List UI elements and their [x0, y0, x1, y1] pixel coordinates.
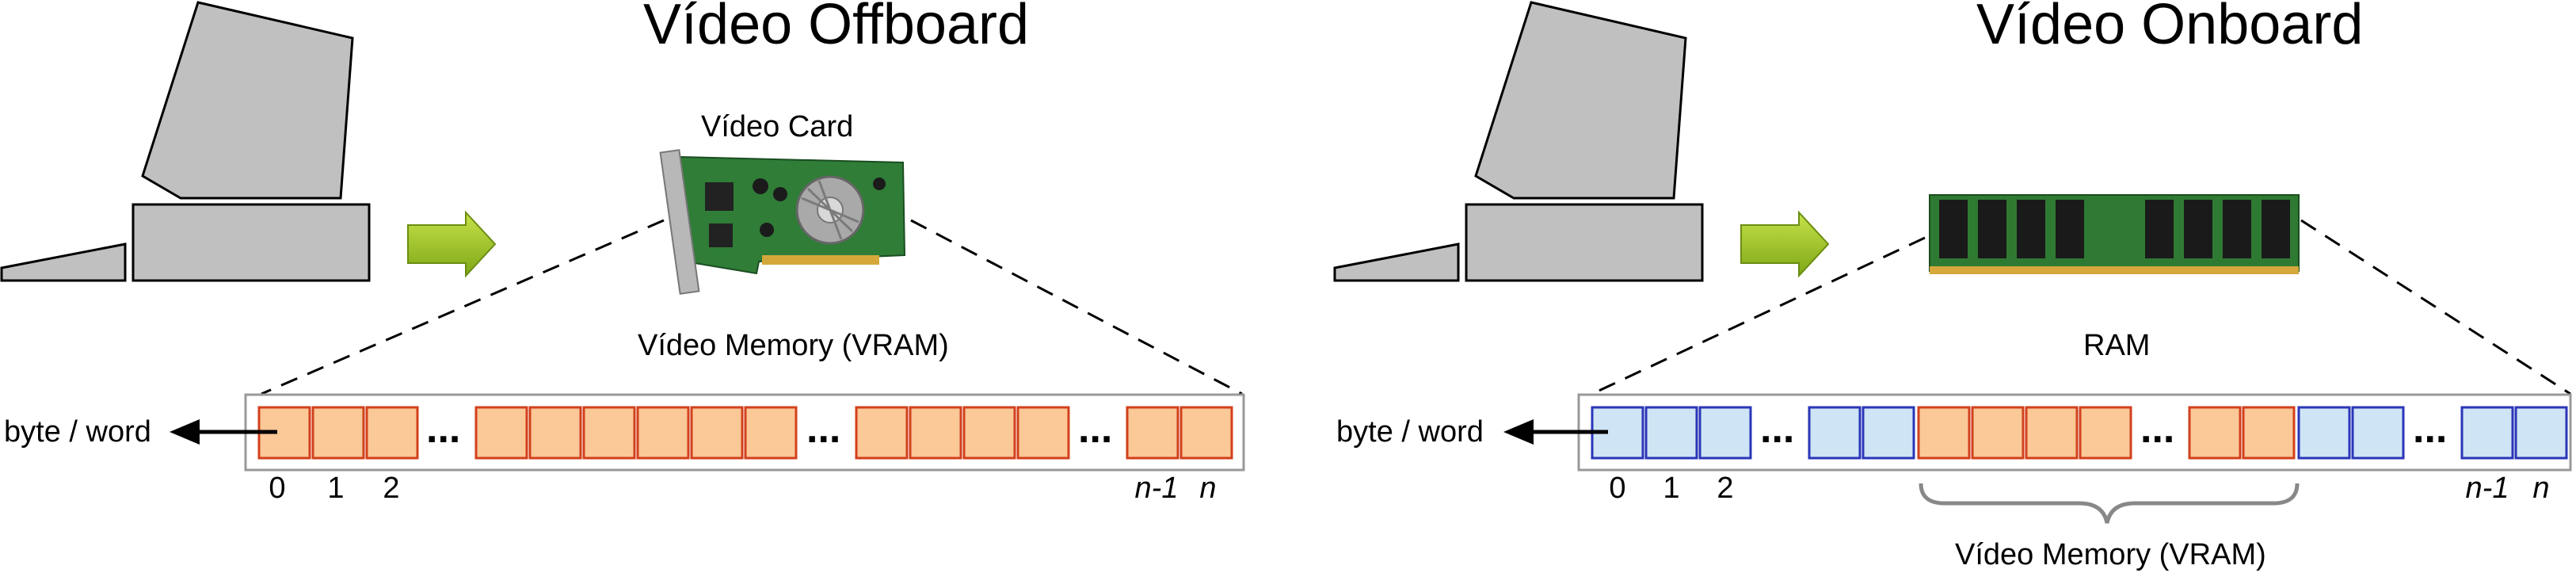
- memory-cell: [2297, 406, 2351, 460]
- memory-cell: [909, 406, 962, 460]
- onboard-ellipsis-1: ...: [1760, 406, 1794, 452]
- onboard-green-arrow-icon: [1740, 210, 1830, 278]
- memory-cell: [1862, 406, 1915, 460]
- memory-cell: [2514, 406, 2568, 460]
- memory-cell: [1644, 406, 1698, 460]
- vram-cell: [1917, 406, 1971, 460]
- onboard-panel: Vídeo Onboard RAM: [1333, 0, 2572, 571]
- memory-cell: [744, 406, 798, 460]
- onboard-memory-cells: [1591, 406, 2568, 460]
- vram-cell: [2188, 406, 2242, 460]
- onboard-title: Vídeo Onboard: [1976, 0, 2363, 56]
- memory-cell: [365, 406, 419, 460]
- memory-cell: [474, 406, 528, 460]
- memory-cell: [962, 406, 1016, 460]
- memory-cell: [311, 406, 365, 460]
- memory-cell: [2460, 406, 2514, 460]
- offboard-title: Vídeo Offboard: [643, 0, 1029, 56]
- onboard-zoom-line-left: [1591, 236, 1926, 395]
- onboard-vram-label: Vídeo Memory (VRAM): [1955, 538, 2266, 571]
- onboard-ellipsis-3: ...: [2413, 406, 2447, 452]
- offboard-pointer-arrowhead: [170, 419, 200, 445]
- offboard-zoom-line-right: [910, 219, 1243, 395]
- offboard-pointer-label: byte / word: [4, 415, 151, 449]
- memory-cell: [855, 406, 909, 460]
- onboard-index-2: 2: [1717, 472, 1733, 505]
- memory-cell: [1698, 406, 1752, 460]
- memory-cell: [2351, 406, 2405, 460]
- offboard-memory-cells: [257, 406, 1233, 460]
- vram-brace: [1919, 483, 2300, 524]
- memory-cell: [1179, 406, 1233, 460]
- onboard-index-n: n: [2532, 472, 2549, 505]
- onboard-index-n-1: n-1: [2466, 472, 2509, 505]
- onboard-zoom-line-right: [2300, 219, 2571, 395]
- memory-cell: [1016, 406, 1070, 460]
- offboard-memory-label: Vídeo Memory (VRAM): [638, 329, 949, 362]
- onboard-ellipsis-2: ...: [2140, 406, 2174, 452]
- vram-cell: [2079, 406, 2132, 460]
- offboard-index-2: 2: [383, 472, 399, 505]
- vram-cell: [2025, 406, 2079, 460]
- vram-cell: [2242, 406, 2296, 460]
- memory-cell: [636, 406, 690, 460]
- onboard-index-0: 0: [1609, 472, 1625, 505]
- offboard-index-1: 1: [327, 472, 344, 505]
- onboard-pointer-arrowhead: [1503, 419, 1534, 445]
- memory-cell: [1808, 406, 1862, 460]
- video-card-icon: [659, 149, 906, 295]
- video-card-label: Vídeo Card: [701, 110, 853, 143]
- offboard-panel: Vídeo Offboard Vídeo Card: [0, 0, 1245, 505]
- memory-cell: [582, 406, 636, 460]
- offboard-index-n-1: n-1: [1135, 472, 1179, 505]
- memory-cell: [690, 406, 744, 460]
- offboard-green-arrow-icon: [407, 210, 497, 278]
- offboard-index-0: 0: [269, 472, 285, 505]
- offboard-zoom-line-left: [261, 219, 665, 395]
- onboard-memory-label: RAM: [2083, 329, 2150, 362]
- offboard-computer-icon: [0, 1, 371, 282]
- onboard-pointer-label: byte / word: [1336, 415, 1484, 449]
- onboard-computer-icon: [1333, 1, 1704, 282]
- offboard-ellipsis-2: ...: [806, 406, 840, 452]
- vram-cell: [1971, 406, 2025, 460]
- offboard-ellipsis-1: ...: [426, 406, 460, 452]
- ram-module-icon: [1929, 194, 2300, 274]
- memory-cell: [1126, 406, 1179, 460]
- onboard-index-1: 1: [1663, 472, 1679, 505]
- memory-cell: [528, 406, 582, 460]
- offboard-ellipsis-3: ...: [1078, 406, 1112, 452]
- offboard-index-n: n: [1199, 472, 1216, 505]
